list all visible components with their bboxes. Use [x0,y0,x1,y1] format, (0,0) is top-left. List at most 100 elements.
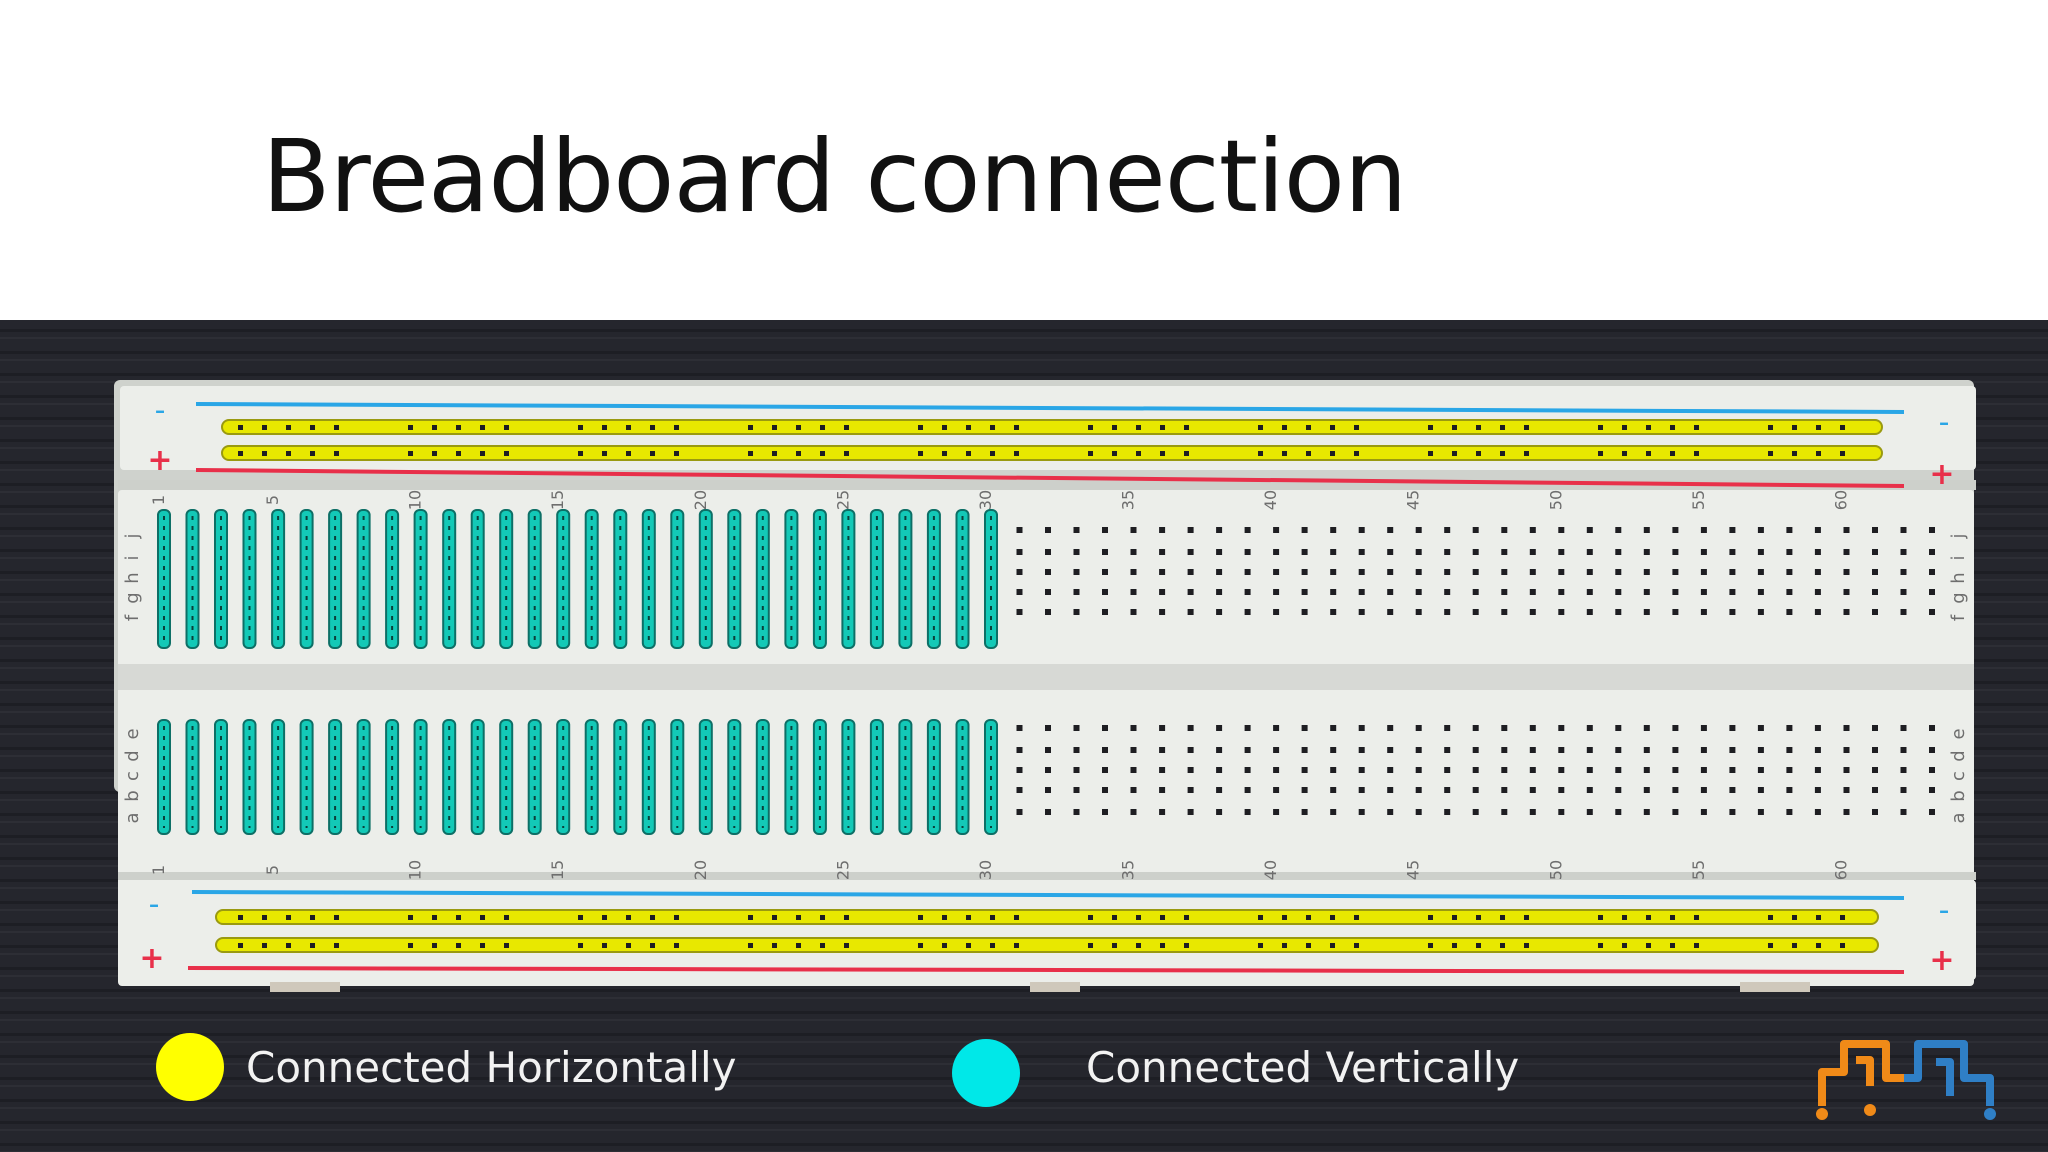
terminal-hole [1672,767,1679,773]
rail-hole [578,451,583,456]
rail-hole [1792,425,1797,430]
terminal-hole [1672,569,1679,575]
rail-hole [1112,943,1117,948]
rail-hole [844,943,849,948]
rail-sign-bottom-minus-left: - [149,887,160,922]
terminal-hole [1929,725,1935,731]
rail-hole [286,943,291,948]
rail-hole [1330,425,1335,430]
rail-hole [820,425,825,430]
terminal-hole [1301,747,1308,753]
rail-hole [1452,451,1457,456]
terminal-hole [1187,589,1194,595]
terminal-hole [1472,725,1479,731]
rail-hole [1452,943,1457,948]
rail-hole [1816,915,1821,920]
terminal-hole [1045,787,1051,793]
terminal-hole [1757,549,1764,555]
rail-hole [966,915,971,920]
terminal-hole [1615,767,1622,773]
rail-hole [674,943,679,948]
rail-hole [456,943,461,948]
terminal-hole [1558,809,1565,815]
rail-hole [1816,451,1821,456]
rail-hole [1258,425,1263,430]
rail-sign-top-minus-left: - [155,393,166,428]
row-letter-left: f [122,614,143,621]
terminal-hole [1700,609,1707,615]
rail-hole [748,451,753,456]
terminal-hole [1358,549,1365,555]
terminal-hole [1843,725,1850,731]
rail-hole [748,915,753,920]
terminal-hole [1529,527,1536,533]
rail-hole [942,943,947,948]
terminal-hole [1900,609,1907,615]
terminal-hole [1444,569,1451,575]
rail-hole [1694,451,1699,456]
terminal-hole [1130,549,1137,555]
rail-hole [1768,943,1773,948]
terminal-hole [1130,809,1137,815]
rail-hole [1622,915,1627,920]
terminal-hole [1757,569,1764,575]
terminal-hole [1529,549,1536,555]
terminal-hole [1843,809,1850,815]
rail-hole [1694,915,1699,920]
rail-hole [820,943,825,948]
rail-hole [432,451,437,456]
terminal-area [118,490,1974,986]
terminal-hole [1016,569,1023,575]
terminal-hole [1615,569,1622,575]
terminal-hole [1387,527,1394,533]
column-number-top: 10 [406,490,425,510]
terminal-hole [1301,589,1308,595]
rail-hole [1476,915,1481,920]
terminal-hole [1643,549,1650,555]
terminal-hole [1330,809,1337,815]
rail-hole [1184,425,1189,430]
rail-hole [1282,915,1287,920]
rail-hole [1476,943,1481,948]
terminal-hole [1501,589,1508,595]
rail-hole [602,451,607,456]
terminal-hole [1444,527,1451,533]
rail-hole [1500,915,1505,920]
terminal-hole [1814,787,1821,793]
rail-hole [480,451,485,456]
rail-sign-bottom-plus-right: + [1929,943,1954,978]
rail-hole [504,943,509,948]
terminal-hole [1444,747,1451,753]
terminal-hole [1358,787,1365,793]
row-letter-left: h [122,572,143,583]
terminal-hole [1586,787,1593,793]
column-number-bottom: 15 [548,860,567,880]
terminal-hole [1843,787,1850,793]
terminal-hole [1900,787,1907,793]
terminal-hole [1159,527,1166,533]
rail-hole [1792,915,1797,920]
terminal-hole [1387,589,1394,595]
terminal-hole [1187,609,1194,615]
terminal-hole [1757,767,1764,773]
terminal-hole [1929,767,1935,773]
rail-hole [1622,451,1627,456]
rail-hole [1524,915,1529,920]
rail-hole [942,451,947,456]
rail-hole [334,425,339,430]
row-letter-left: b [122,790,143,801]
terminal-hole [1929,589,1935,595]
terminal-hole [1073,725,1080,731]
terminal-hole [1387,747,1394,753]
terminal-hole [1273,569,1280,575]
terminal-hole [1045,549,1051,555]
rail-hole [1306,915,1311,920]
rail-hole [1476,451,1481,456]
row-letter-right: b [1948,790,1969,801]
terminal-hole [1187,747,1194,753]
column-number-bottom: 5 [263,865,282,875]
row-letter-left: g [122,592,143,603]
terminal-hole [1330,767,1337,773]
column-number-top: 25 [833,490,852,510]
rail-hole [1452,425,1457,430]
